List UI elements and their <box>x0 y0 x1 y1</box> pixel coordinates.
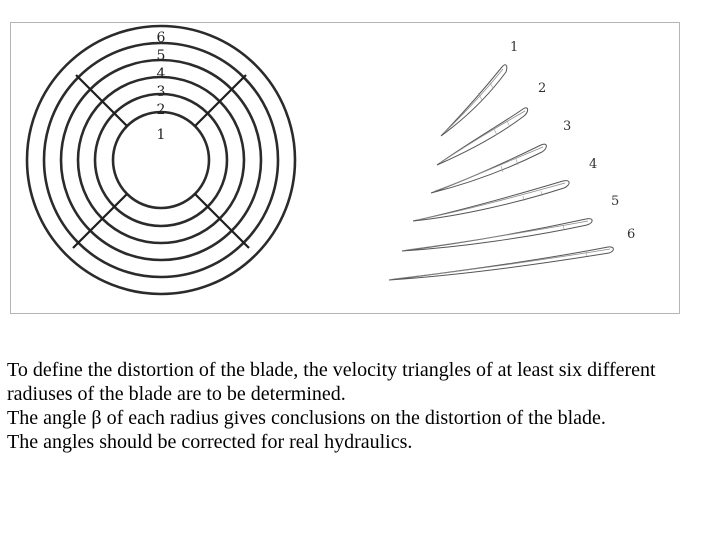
concentric-radius-rings <box>25 24 297 296</box>
ring-label: 1 <box>157 127 166 143</box>
blade-camber-line-4 <box>416 182 566 221</box>
blade-profile-6 <box>388 246 614 281</box>
caption-line-angle-beta: The angle β of each radius gives conclus… <box>7 407 606 429</box>
blade-camber-line-1 <box>443 68 504 134</box>
blade-distortion-figure: 6 5 4 3 2 1 1 2 3 <box>10 22 680 314</box>
blade-hatch <box>540 190 543 197</box>
blade-dividing-lines <box>72 74 250 249</box>
ring-label: 2 <box>157 102 166 118</box>
ring-label: 4 <box>157 66 166 82</box>
ring-label: 6 <box>157 30 166 46</box>
blade-camber-line-3 <box>434 146 544 192</box>
blade-section-5: 5 <box>401 194 619 252</box>
blade-hatch <box>522 195 525 202</box>
blade-profile-5 <box>401 218 593 252</box>
blade-camber-line-5 <box>405 220 589 251</box>
blade-section-6: 6 <box>388 227 635 281</box>
divider-line-lower-right <box>194 193 250 249</box>
blade-label-3: 3 <box>563 119 571 134</box>
blade-hatch <box>562 224 565 230</box>
radius-ring-1 <box>111 110 211 210</box>
blade-section-2: 2 <box>436 81 546 166</box>
divider-line-upper-left <box>75 74 128 127</box>
blade-hatch <box>477 92 483 101</box>
radius-ring-4 <box>59 58 263 262</box>
blade-hatch <box>500 165 504 173</box>
ring-label: 5 <box>157 48 166 64</box>
caption-text-block: To define the distortion of the blade, t… <box>7 358 715 454</box>
divider-line-upper-right <box>194 74 247 127</box>
blade-profile-4 <box>412 180 570 222</box>
blade-label-2: 2 <box>538 81 546 96</box>
radius-ring-5 <box>42 41 280 279</box>
radius-ring-6 <box>25 24 297 296</box>
blade-label-5: 5 <box>611 194 619 209</box>
blade-profile-1 <box>440 64 508 137</box>
radius-ring-2 <box>93 92 229 228</box>
ring-number-labels: 6 5 4 3 2 1 <box>157 30 166 143</box>
blade-camber-line-6 <box>392 248 611 280</box>
caption-line-correction: The angles should be corrected for real … <box>7 431 413 453</box>
blade-label-6: 6 <box>627 227 635 242</box>
blade-hatch <box>585 251 588 257</box>
caption-line-radii: To define the distortion of the blade, t… <box>7 359 656 405</box>
blade-hatch <box>493 128 498 136</box>
blade-section-3: 3 <box>430 119 571 194</box>
blade-hatch <box>506 120 511 128</box>
figure-canvas: 6 5 4 3 2 1 1 2 3 <box>25 24 635 296</box>
blade-label-1: 1 <box>510 40 518 55</box>
blade-camber-line-2 <box>439 110 526 164</box>
blade-section-1: 1 <box>440 40 518 137</box>
radius-ring-3 <box>76 75 246 245</box>
divider-line-lower-left <box>72 193 128 249</box>
blade-section-4: 4 <box>412 157 597 222</box>
blade-label-4: 4 <box>589 157 597 172</box>
blade-hatch <box>488 80 494 89</box>
ring-label: 3 <box>157 84 166 100</box>
blade-hatch <box>515 158 519 166</box>
